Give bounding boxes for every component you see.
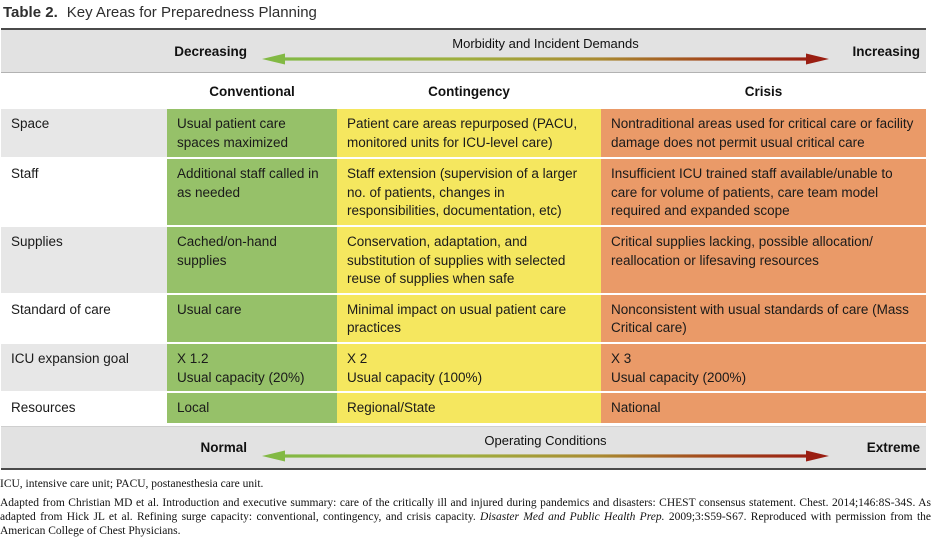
column-header-row: Conventional Contingency Crisis [1,73,926,109]
row-label: Resources [1,393,167,424]
top-axis-right-label: Increasing [852,43,920,59]
double-arrow-icon [262,53,829,65]
morbidity-demands-label: Morbidity and Incident Demands [452,36,639,51]
row-label: Standard of care [1,294,167,342]
footnotes: ICU, intensive care unit; PACU, postanes… [0,478,931,538]
column-header-contingency: Contingency [428,83,510,99]
cell-conventional: Local [167,393,337,424]
cell-crisis: Nonconsistent with usual standards of ca… [601,294,926,342]
column-header-conventional: Conventional [209,83,295,99]
cell-conventional: Usual care [167,294,337,342]
table-row-space: Space Usual patient care spaces maximize… [1,109,926,157]
table-row-icu-expansion-goal: ICU expansion goal X 1.2 Usual capacity … [1,344,926,392]
row-label: Staff [1,159,167,225]
row-label: Supplies [1,226,167,293]
bottom-axis-band: Normal Operating Conditions [1,426,926,471]
column-header-crisis: Crisis [744,83,783,99]
table-row-resources: Resources Local Regional/State National [1,393,926,424]
cell-crisis: Critical supplies lacking, possible allo… [601,226,926,293]
citation-note: Adapted from Christian MD et al. Introdu… [0,497,931,538]
cell-contingency: Staff extension (supervision of a larger… [337,159,601,225]
abbreviation-note: ICU, intensive care unit; PACU, postanes… [0,478,264,491]
cell-crisis: Insufficient ICU trained staff available… [601,159,926,225]
cell-crisis: National [601,393,926,424]
cell-conventional: X 1.2 Usual capacity (20%) [167,344,337,392]
row-label: Space [1,109,167,157]
cell-contingency: Minimal impact on usual patient care pra… [337,294,601,342]
cell-crisis: X 3 Usual capacity (200%) [601,344,926,392]
cell-conventional: Cached/on-hand supplies [167,226,337,293]
cell-crisis: Nontraditional areas used for critical c… [601,109,926,157]
cell-contingency: Conservation, adaptation, and substituti… [337,226,601,293]
citation-text-start: Adapted from Christian MD et al. Introdu… [0,497,931,524]
operating-conditions-label: Operating Conditions [484,432,607,448]
double-arrow-icon [262,450,829,462]
table-row-standard-of-care: Standard of care Usual care Minimal impa… [1,294,926,342]
top-axis-band: Decreasing Morbidity and Incident Demand… [1,28,926,73]
cell-conventional: Additional staff called in as needed [167,159,337,225]
page-title: Table 2. Key Areas for Preparedness Plann… [0,0,931,28]
top-axis-left-label: Decreasing [174,43,247,59]
table-number: Table 2. [3,4,58,21]
bottom-axis-right-label: Extreme [866,440,920,456]
citation-journal-name: Disaster Med and Public Health Prep. [480,511,665,524]
bottom-axis-center: Operating Conditions [261,427,830,468]
table-row-staff: Staff Additional staff called in as need… [1,159,926,225]
top-axis-center: Morbidity and Incident Demands [261,30,830,72]
cell-contingency: Patient care areas repurposed (PACU, mon… [337,109,601,157]
cell-conventional: Usual patient care spaces maximized [167,109,337,157]
cell-contingency: X 2 Usual capacity (100%) [337,344,601,392]
bottom-axis-left-label: Normal [200,440,247,456]
table-row-supplies: Supplies Cached/on-hand supplies Conserv… [1,226,926,293]
table-title: Key Areas for Preparedness Planning [66,4,317,21]
row-label: ICU expansion goal [1,344,167,392]
cell-contingency: Regional/State [337,393,601,424]
preparedness-table: Decreasing Morbidity and Incident Demand… [1,28,926,471]
